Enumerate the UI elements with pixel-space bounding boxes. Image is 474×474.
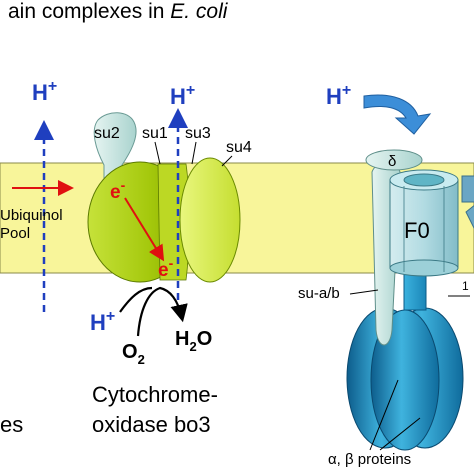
f0-label: F0 <box>404 218 430 243</box>
alpha-beta-pointer-1 <box>369 379 399 451</box>
h2o-label: H2O <box>175 328 212 354</box>
electron-transfer-arrow <box>124 197 165 262</box>
f0-cylinder-bottom <box>389 259 459 277</box>
su4-label: su4 <box>226 139 252 156</box>
diagram-title: ain complexes in E. coli <box>8 0 229 23</box>
proton-label-bottom: H+ <box>90 308 115 335</box>
left-partial-label: es <box>0 412 23 437</box>
electron-label-top: e- <box>110 177 126 203</box>
su2-label: su2 <box>94 125 120 142</box>
edge-shape-top <box>461 175 474 203</box>
su1-label: su1 <box>142 125 168 142</box>
su3-label: su3 <box>185 125 211 142</box>
cytochrome-label-line1: Cytochrome- <box>92 382 218 407</box>
su3-pointer <box>191 141 197 165</box>
electron-label-bottom: e- <box>158 255 174 281</box>
ubiquinol-label: Ubiquinol <box>0 207 63 224</box>
delta-label: δ <box>388 153 396 170</box>
alpha-beta-pointer-2 <box>379 417 421 451</box>
cytochrome-label-line2: oxidase bo3 <box>92 412 211 437</box>
su-ab-label: su-a/b <box>298 285 340 302</box>
edge-shape-middle <box>465 204 474 230</box>
su-ab-pointer <box>349 289 379 295</box>
alpha-beta-label: α, β proteins <box>328 451 411 468</box>
proton-label-left: H+ <box>32 78 57 105</box>
o2-label: O2 <box>122 341 145 367</box>
su4-subunit <box>179 157 241 283</box>
pool-label: Pool <box>0 225 30 242</box>
delta-subunit <box>365 149 423 171</box>
proton-label-right: H+ <box>326 82 351 109</box>
proton-uptake-curve <box>119 286 153 313</box>
f0-cylinder-pore <box>403 173 445 187</box>
proton-label-middle: H+ <box>170 82 195 109</box>
oxygen-reduction-arrow <box>136 286 188 337</box>
su1-pointer <box>154 141 161 165</box>
proton-entry-arrow <box>363 94 432 135</box>
edge-mark-label: 1 <box>462 279 469 293</box>
su4-pointer <box>221 155 233 167</box>
